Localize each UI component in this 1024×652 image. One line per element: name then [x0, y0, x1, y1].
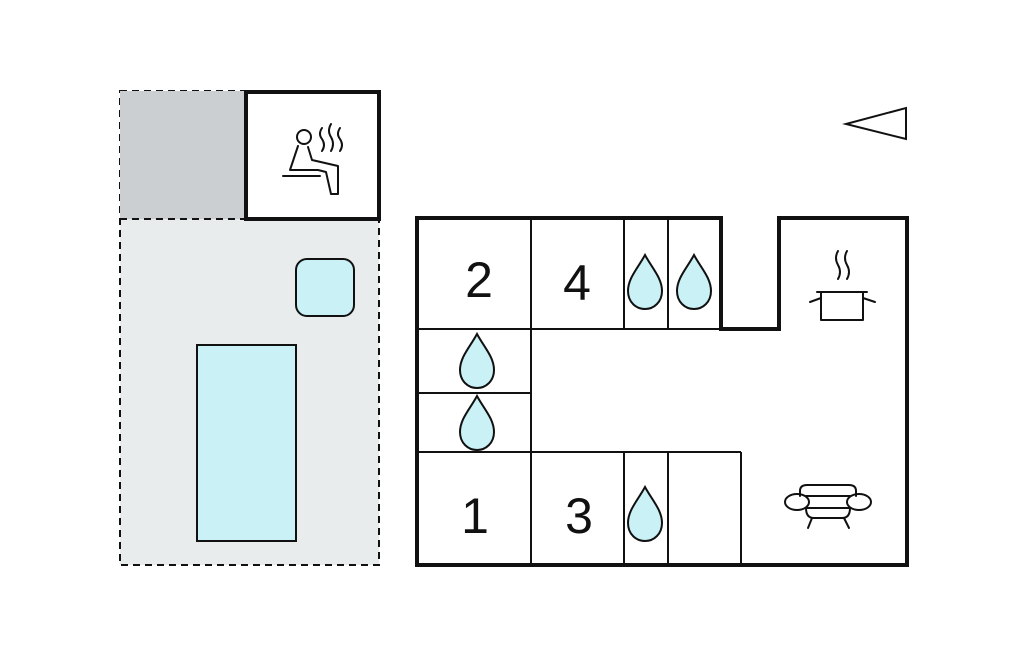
north-arrow-icon — [842, 106, 907, 141]
kitchen-pot-icon — [809, 250, 876, 321]
interior-walls — [417, 218, 742, 565]
room-label-3: 3 — [565, 488, 593, 544]
pool — [196, 344, 297, 542]
house-outline — [415, 216, 909, 567]
sauna-icon — [282, 123, 343, 195]
hot-tub — [295, 258, 355, 317]
covered-terrace — [120, 91, 246, 219]
room-label-1: 1 — [461, 488, 489, 544]
room-label-2: 2 — [465, 252, 493, 308]
room-label-4: 4 — [563, 255, 591, 311]
sauna-room — [244, 90, 381, 221]
sofa-icon — [784, 484, 872, 529]
